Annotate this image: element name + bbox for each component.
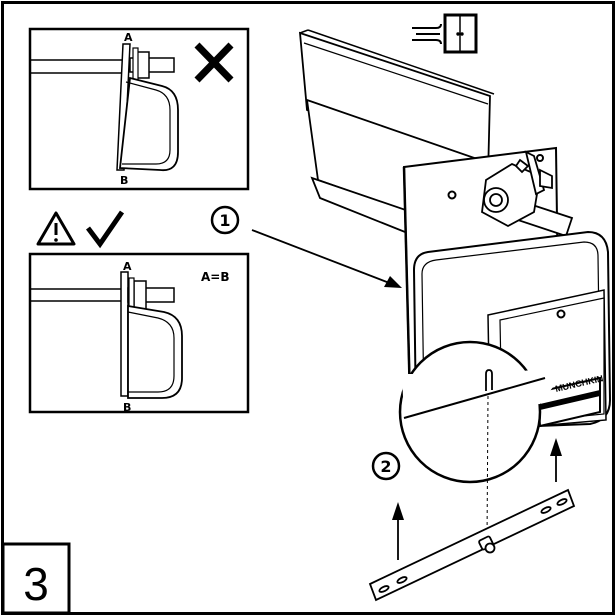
magnifier-detail	[398, 340, 560, 541]
label-a-equals-b: A=B	[201, 270, 230, 284]
warning-icon	[36, 211, 76, 246]
label-a-top: A	[124, 31, 133, 44]
check-icon	[86, 210, 125, 249]
arrow-up-right	[550, 438, 562, 482]
callout-one: 1	[210, 205, 240, 235]
detail-panel-correct: A B A=B	[28, 252, 250, 414]
callout-one-label: 1	[219, 211, 230, 230]
arrow-callout-one	[251, 229, 402, 288]
step-number-box: 3	[1, 542, 71, 615]
airflow-window-icon	[412, 13, 478, 54]
detail-panel-incorrect: A B	[28, 27, 250, 191]
clamp-bolt	[481, 150, 574, 238]
arrow-up-left	[392, 502, 404, 560]
label-a-bottom: A	[123, 260, 132, 273]
label-b-top: B	[120, 174, 128, 187]
mounting-strap	[368, 488, 576, 602]
callout-two-label: 2	[380, 457, 391, 476]
callout-two: 2	[371, 451, 401, 481]
cross-icon	[194, 42, 234, 83]
label-b-bottom: B	[123, 401, 131, 414]
step-number: 3	[23, 558, 49, 610]
